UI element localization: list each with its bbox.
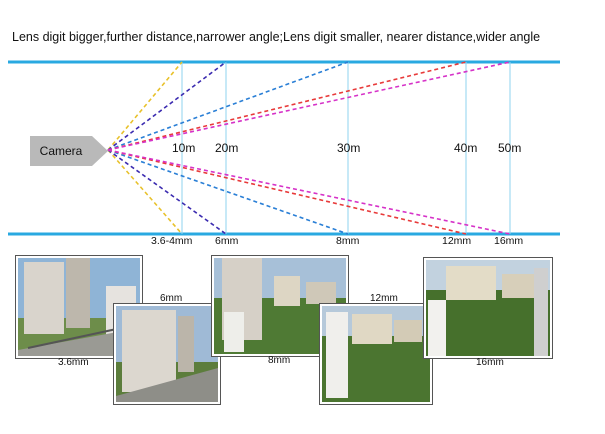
photo-label-8mm: 8mm xyxy=(268,355,291,366)
distance-label-50m: 50m xyxy=(498,141,522,155)
ray-8mm-bottom xyxy=(107,149,349,235)
ray-12mm-bottom xyxy=(107,149,467,235)
photo-label-16mm: 16mm xyxy=(476,357,504,368)
photo-label-3-6mm: 3.6mm xyxy=(58,357,89,368)
ray-6mm-top xyxy=(107,61,227,151)
sample-photo-16mm xyxy=(424,258,552,358)
distance-label-10m: 10m xyxy=(172,141,196,155)
ray-3-6mm-bottom xyxy=(107,149,183,235)
sample-photo-12mm xyxy=(320,304,432,404)
camera-label: Camera xyxy=(39,144,83,158)
lens-label-8mm: 8mm xyxy=(336,235,360,247)
ray-16mm-bottom xyxy=(107,149,511,235)
distance-label-40m: 40m xyxy=(454,141,478,155)
lens-label-12mm: 12mm xyxy=(442,235,472,247)
distance-label-30m: 30m xyxy=(337,141,361,155)
diagram-title: Lens digit bigger,further distance,narro… xyxy=(12,30,541,44)
ray-16mm-top xyxy=(107,61,511,151)
sample-photo-6mm xyxy=(114,304,220,404)
ray-6mm-bottom xyxy=(107,149,227,235)
camera-lens-shape xyxy=(92,136,108,166)
photo-label-12mm: 12mm xyxy=(370,293,398,304)
lens-label-3-6-4mm: 3.6-4mm xyxy=(151,235,193,247)
lens-label-16mm: 16mm xyxy=(494,235,524,247)
camera-icon: Camera xyxy=(30,136,92,166)
distance-label-20m: 20m xyxy=(215,141,239,155)
photo-label-6mm: 6mm xyxy=(160,293,183,304)
ray-3-6mm-top xyxy=(107,61,183,151)
ray-12mm-top xyxy=(107,61,467,151)
lens-label-6mm: 6mm xyxy=(215,235,239,247)
ray-8mm-top xyxy=(107,61,349,151)
